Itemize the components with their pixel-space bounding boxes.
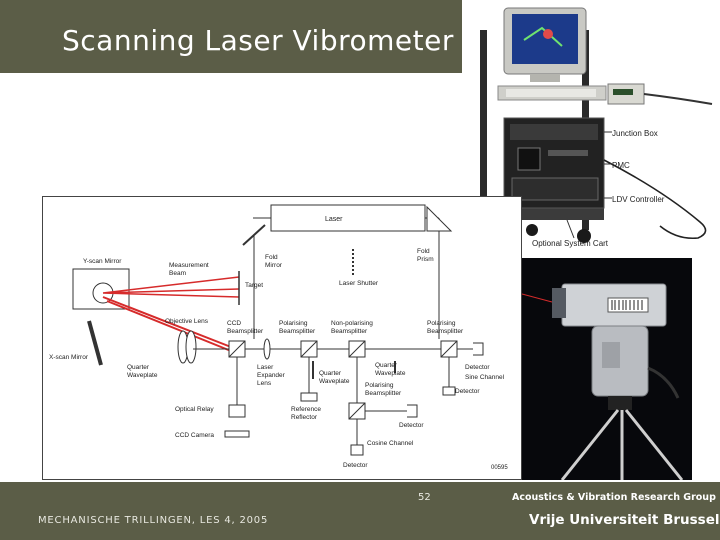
x-scan-mirror-label: X-scan Mirror [49, 354, 89, 361]
ldv-controller-label: LDV Controller [612, 195, 665, 204]
detector-bottom-label: Detector [343, 462, 368, 469]
ccd-camera-label: CCD Camera [175, 432, 214, 439]
sine-channel-label: Sine Channel [465, 374, 505, 381]
university-name: Vrije Universiteit Brussel [529, 512, 720, 528]
y-scan-mirror-label: Y-scan Mirror [83, 258, 122, 265]
page-number: 52 [418, 492, 431, 503]
cosine-channel-label: Cosine Channel [367, 440, 414, 447]
laser-label: Laser [325, 216, 343, 223]
course-label: MECHANISCHE TRILLINGEN, LES 4, 2005 [38, 515, 269, 526]
target-label: Target [245, 282, 263, 289]
optical-relay-label: Optical Relay [175, 406, 214, 413]
laser-shutter-label: Laser Shutter [339, 280, 379, 287]
system-cart-label: Optional System Cart [532, 239, 609, 248]
objective-lens-label: Objective Lens [165, 318, 209, 325]
figure-code-label: 00595 [491, 465, 508, 471]
laser-box [270, 204, 426, 232]
detector-top-label: Detector [465, 364, 490, 371]
detector-right-label: Detector [455, 388, 480, 395]
detector-mid-label: Detector [399, 422, 424, 429]
vibrometer-photo [522, 258, 692, 480]
workstation-photo: Junction Box PMC LDV Controller Optional… [462, 0, 720, 258]
slide-title: Scanning Laser Vibrometer [62, 24, 454, 57]
junction-box-label: Junction Box [612, 129, 658, 138]
footer-bar [0, 482, 720, 540]
pmc-label: PMC [612, 161, 630, 170]
research-group-label: Acoustics & Vibration Research Group [512, 492, 716, 503]
